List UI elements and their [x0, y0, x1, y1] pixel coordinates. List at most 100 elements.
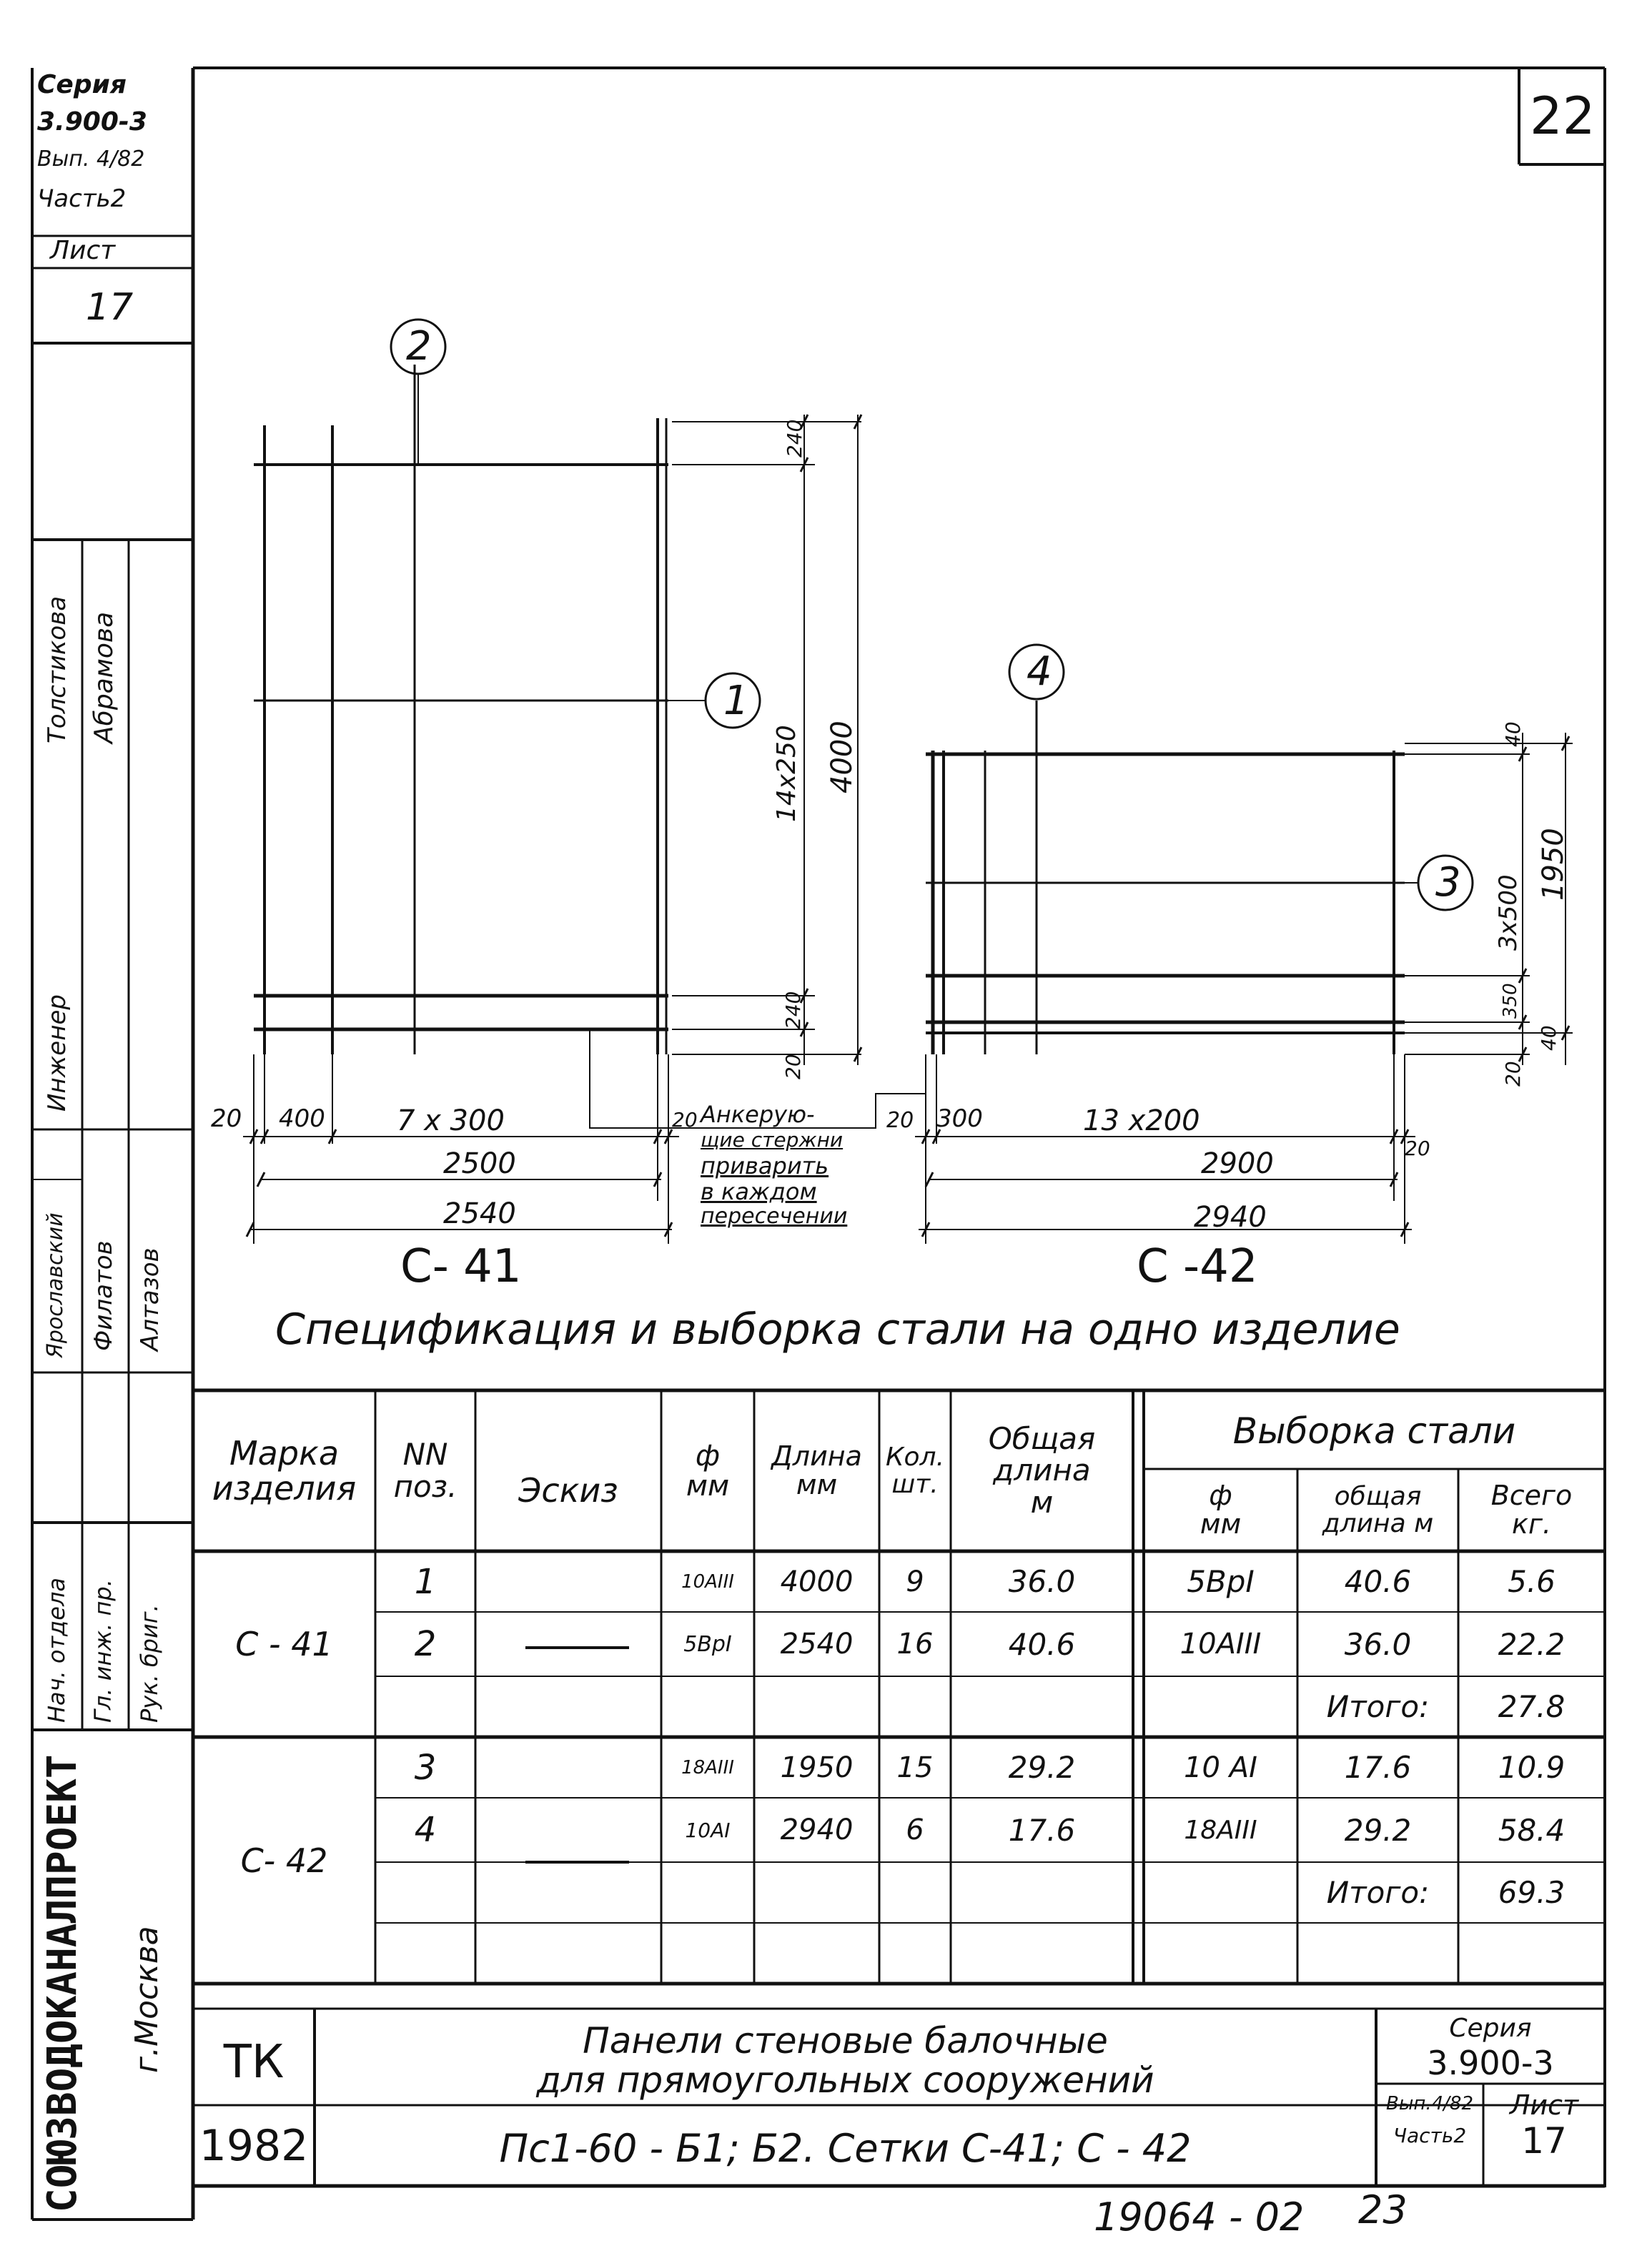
row-2-sel-kg: 22.2: [1498, 1626, 1566, 1662]
row-1-sel-kg: 5.6: [1508, 1564, 1555, 1599]
row-4-length: 2940: [780, 1814, 854, 1846]
c42-dim-bottom: 40: [1537, 1025, 1561, 1051]
header-dia: ф мм: [686, 1439, 730, 1503]
c42-dim-first: 300: [936, 1104, 983, 1133]
c42-dim-spacing: 3x500: [1494, 874, 1523, 951]
header-length: Длина мм: [771, 1440, 862, 1500]
stamp-series-value: 3.900-3: [37, 107, 147, 137]
c41-dim-top-gap: 240: [783, 419, 806, 457]
stamp-series-label: Серия: [37, 70, 127, 99]
row-2-length: 2540: [780, 1628, 854, 1661]
stamp-signature-2: Абрамова: [89, 611, 119, 743]
header-total-length: Общая длина м: [988, 1421, 1096, 1520]
header-selection: Выборка стали: [1232, 1410, 1516, 1453]
title-year: 1982: [199, 2120, 309, 2171]
c42-dim-left-edge: 20: [886, 1108, 914, 1133]
header-mark: Марка изделия: [212, 1434, 357, 1508]
row-1-total: 36.0: [1008, 1564, 1076, 1599]
c42-dim-right-edge: 20: [1405, 1137, 1430, 1160]
stamp-name-filatov: Филатов: [89, 1240, 118, 1351]
note-line-3: приварить: [701, 1152, 829, 1179]
c42-pos-3: 3: [1435, 859, 1461, 906]
row-2-qty: 16: [896, 1628, 934, 1661]
stamp-organization: СОЮЗВОДОКАНАЛПРОЕКТ: [39, 1754, 86, 2212]
row-3-dia: 18AIII: [681, 1756, 734, 1778]
note-line-4: в каждом: [701, 1178, 817, 1205]
note-line-1: Анкерую-: [701, 1101, 815, 1128]
c41-dim-inner: 2500: [443, 1147, 516, 1180]
row-3-length: 1950: [780, 1751, 854, 1784]
stamp-part: Часть2: [37, 184, 127, 213]
row-1-pos: 1: [414, 1561, 437, 1602]
row-3-sel-dia: 10 AI: [1184, 1751, 1257, 1784]
stamp-role-chief: Гл. инж. пр.: [89, 1579, 117, 1723]
stamp-issue: Вып. 4/82: [37, 147, 145, 172]
c41-label: С- 41: [400, 1240, 522, 1293]
title-line-2: для прямоугольных сооружений: [536, 2059, 1154, 2101]
c42-total-kg: 69.3: [1498, 1875, 1566, 1910]
title-series-label: Серия: [1449, 2014, 1532, 2043]
c42-total-label: Итого:: [1326, 1875, 1430, 1910]
row-2-dia: 5BpI: [683, 1631, 732, 1657]
row-1-sel-dia: 5BpI: [1187, 1564, 1255, 1599]
title-tk: ТК: [223, 2036, 285, 2089]
stamp-role-engineer: Инженер: [43, 994, 71, 1112]
stamp-sheet-value: 17: [86, 286, 134, 329]
c42-dim-inner: 2900: [1201, 1147, 1274, 1180]
archive-number: 19064 - 02: [1094, 2195, 1305, 2240]
row-4-dia: 10AI: [685, 1818, 731, 1842]
stamp-sheet-label: Лист: [50, 236, 116, 265]
row-3-qty: 15: [896, 1751, 934, 1784]
row-4-sel-len: 29.2: [1344, 1812, 1412, 1848]
stamp-role-head: Нач. отдела: [43, 1577, 70, 1723]
mark-c42: С- 42: [240, 1841, 328, 1880]
c42-dim-total: 1950: [1537, 828, 1570, 901]
header-sel-total: Всего кг.: [1490, 1479, 1573, 1540]
c42-dim-mid: 350: [1500, 983, 1521, 1019]
note-line-5: пересечении: [701, 1204, 848, 1229]
c42-dim-grid: 13 x200: [1083, 1104, 1200, 1137]
title-line-1: Панели стеновые балочные: [583, 2020, 1108, 2062]
c41-dim-outer: 2540: [443, 1197, 516, 1230]
title-issue: Вып.4/82: [1385, 2092, 1473, 2114]
row-3-sel-len: 17.6: [1344, 1750, 1412, 1785]
row-4-sel-dia: 18AIII: [1184, 1815, 1257, 1845]
row-2-total: 40.6: [1008, 1626, 1076, 1662]
row-4-total: 17.6: [1008, 1812, 1076, 1848]
row-3-sel-kg: 10.9: [1498, 1750, 1566, 1785]
header-sel-dia: ф мм: [1200, 1479, 1242, 1540]
c41-total-kg: 27.8: [1498, 1689, 1566, 1724]
stamp-name-yaroslavsky: Ярославский: [43, 1212, 68, 1358]
mark-c41: С - 41: [235, 1625, 333, 1663]
title-subtitle: Пс1-60 - Б1; Б2. Сетки С-41; С - 42: [499, 2125, 1192, 2171]
c41-pos-2: 2: [406, 323, 432, 370]
c41-dim-total: 4000: [826, 721, 859, 793]
c42-pos-4: 4: [1027, 648, 1052, 695]
c42-dim-outer: 2940: [1194, 1201, 1267, 1234]
stamp-name-altazov: Алтазов: [136, 1247, 164, 1351]
c41-dim-bottom-gap: 240: [781, 991, 805, 1029]
row-1-dia: 10AIII: [681, 1570, 734, 1593]
page-number: 22: [1530, 86, 1596, 146]
row-1-sel-len: 40.6: [1344, 1564, 1412, 1599]
row-1-length: 4000: [780, 1565, 854, 1598]
c42-dim-top: 40: [1501, 721, 1525, 747]
c41-total-label: Итого:: [1326, 1689, 1430, 1724]
header-sketch: Эскиз: [518, 1470, 618, 1510]
header-sel-length: общая длина м: [1322, 1481, 1434, 1538]
spec-title: Спецификация и выборка стали на одно изд…: [275, 1305, 1400, 1355]
title-series-value: 3.900-3: [1427, 2043, 1554, 2082]
row-4-qty: 6: [906, 1814, 924, 1846]
c41-pos-1: 1: [723, 678, 749, 724]
stamp-city: г.Москва: [129, 1926, 165, 2073]
row-2-sel-len: 36.0: [1344, 1626, 1412, 1662]
header-qty: Кол. шт.: [885, 1442, 945, 1499]
row-4-sel-kg: 58.4: [1498, 1812, 1566, 1848]
title-sheet-label: Лист: [1509, 2089, 1579, 2121]
row-2-sel-dia: 10AIII: [1179, 1628, 1262, 1661]
c41-dim-spacing: 14x250: [772, 725, 801, 822]
c42-label: С -42: [1137, 1240, 1258, 1293]
title-sheet-value: 17: [1521, 2120, 1567, 2162]
title-part: Часть2: [1393, 2124, 1467, 2147]
